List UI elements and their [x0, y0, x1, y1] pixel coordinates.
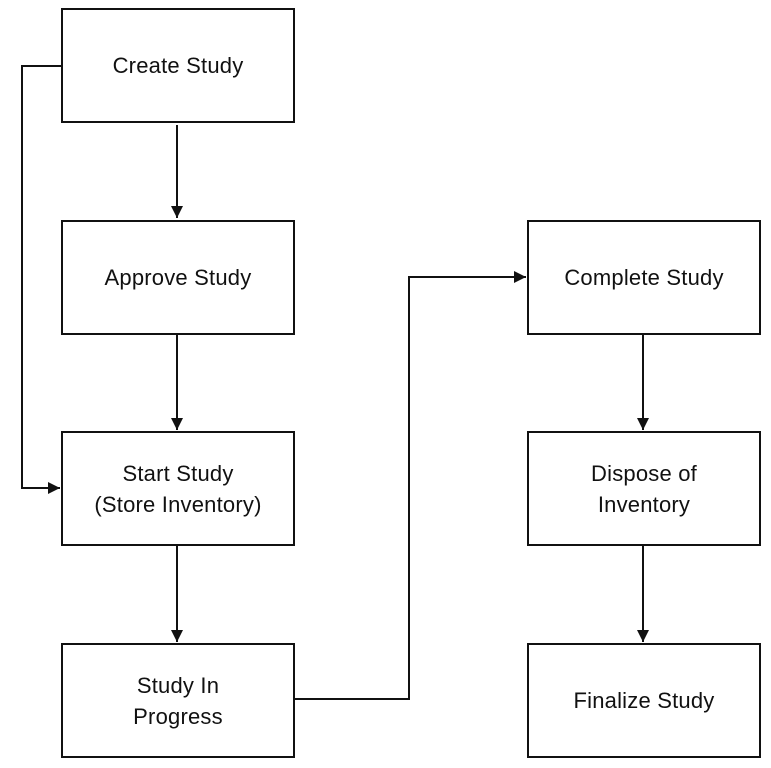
node-dispose-inventory: Dispose of Inventory [527, 431, 761, 546]
node-label-line: Start Study [122, 460, 234, 486]
node-label-line: Create Study [112, 53, 244, 78]
node-approve-study: Approve Study [61, 220, 295, 335]
node-complete-study: Complete Study [527, 220, 761, 335]
node-label-line: Approve Study [104, 265, 252, 290]
edge-in-progress-to-complete [295, 271, 526, 700]
node-study-in-progress: Study In Progress [61, 643, 295, 758]
node-label-line: (Store Inventory) [94, 491, 262, 517]
node-label-line: Inventory [597, 491, 691, 517]
node-label-line: Finalize Study [573, 688, 715, 713]
node-label-line: Complete Study [564, 265, 724, 290]
node-label-line: Dispose of [591, 460, 697, 486]
node-start-study: Start Study (Store Inventory) [61, 431, 295, 546]
edge-create-to-start-loop [21, 65, 61, 494]
node-create-study: Create Study [61, 8, 295, 123]
node-label-line: Study In [136, 672, 220, 698]
node-finalize-study: Finalize Study [527, 643, 761, 758]
node-label-line: Progress [133, 703, 223, 729]
